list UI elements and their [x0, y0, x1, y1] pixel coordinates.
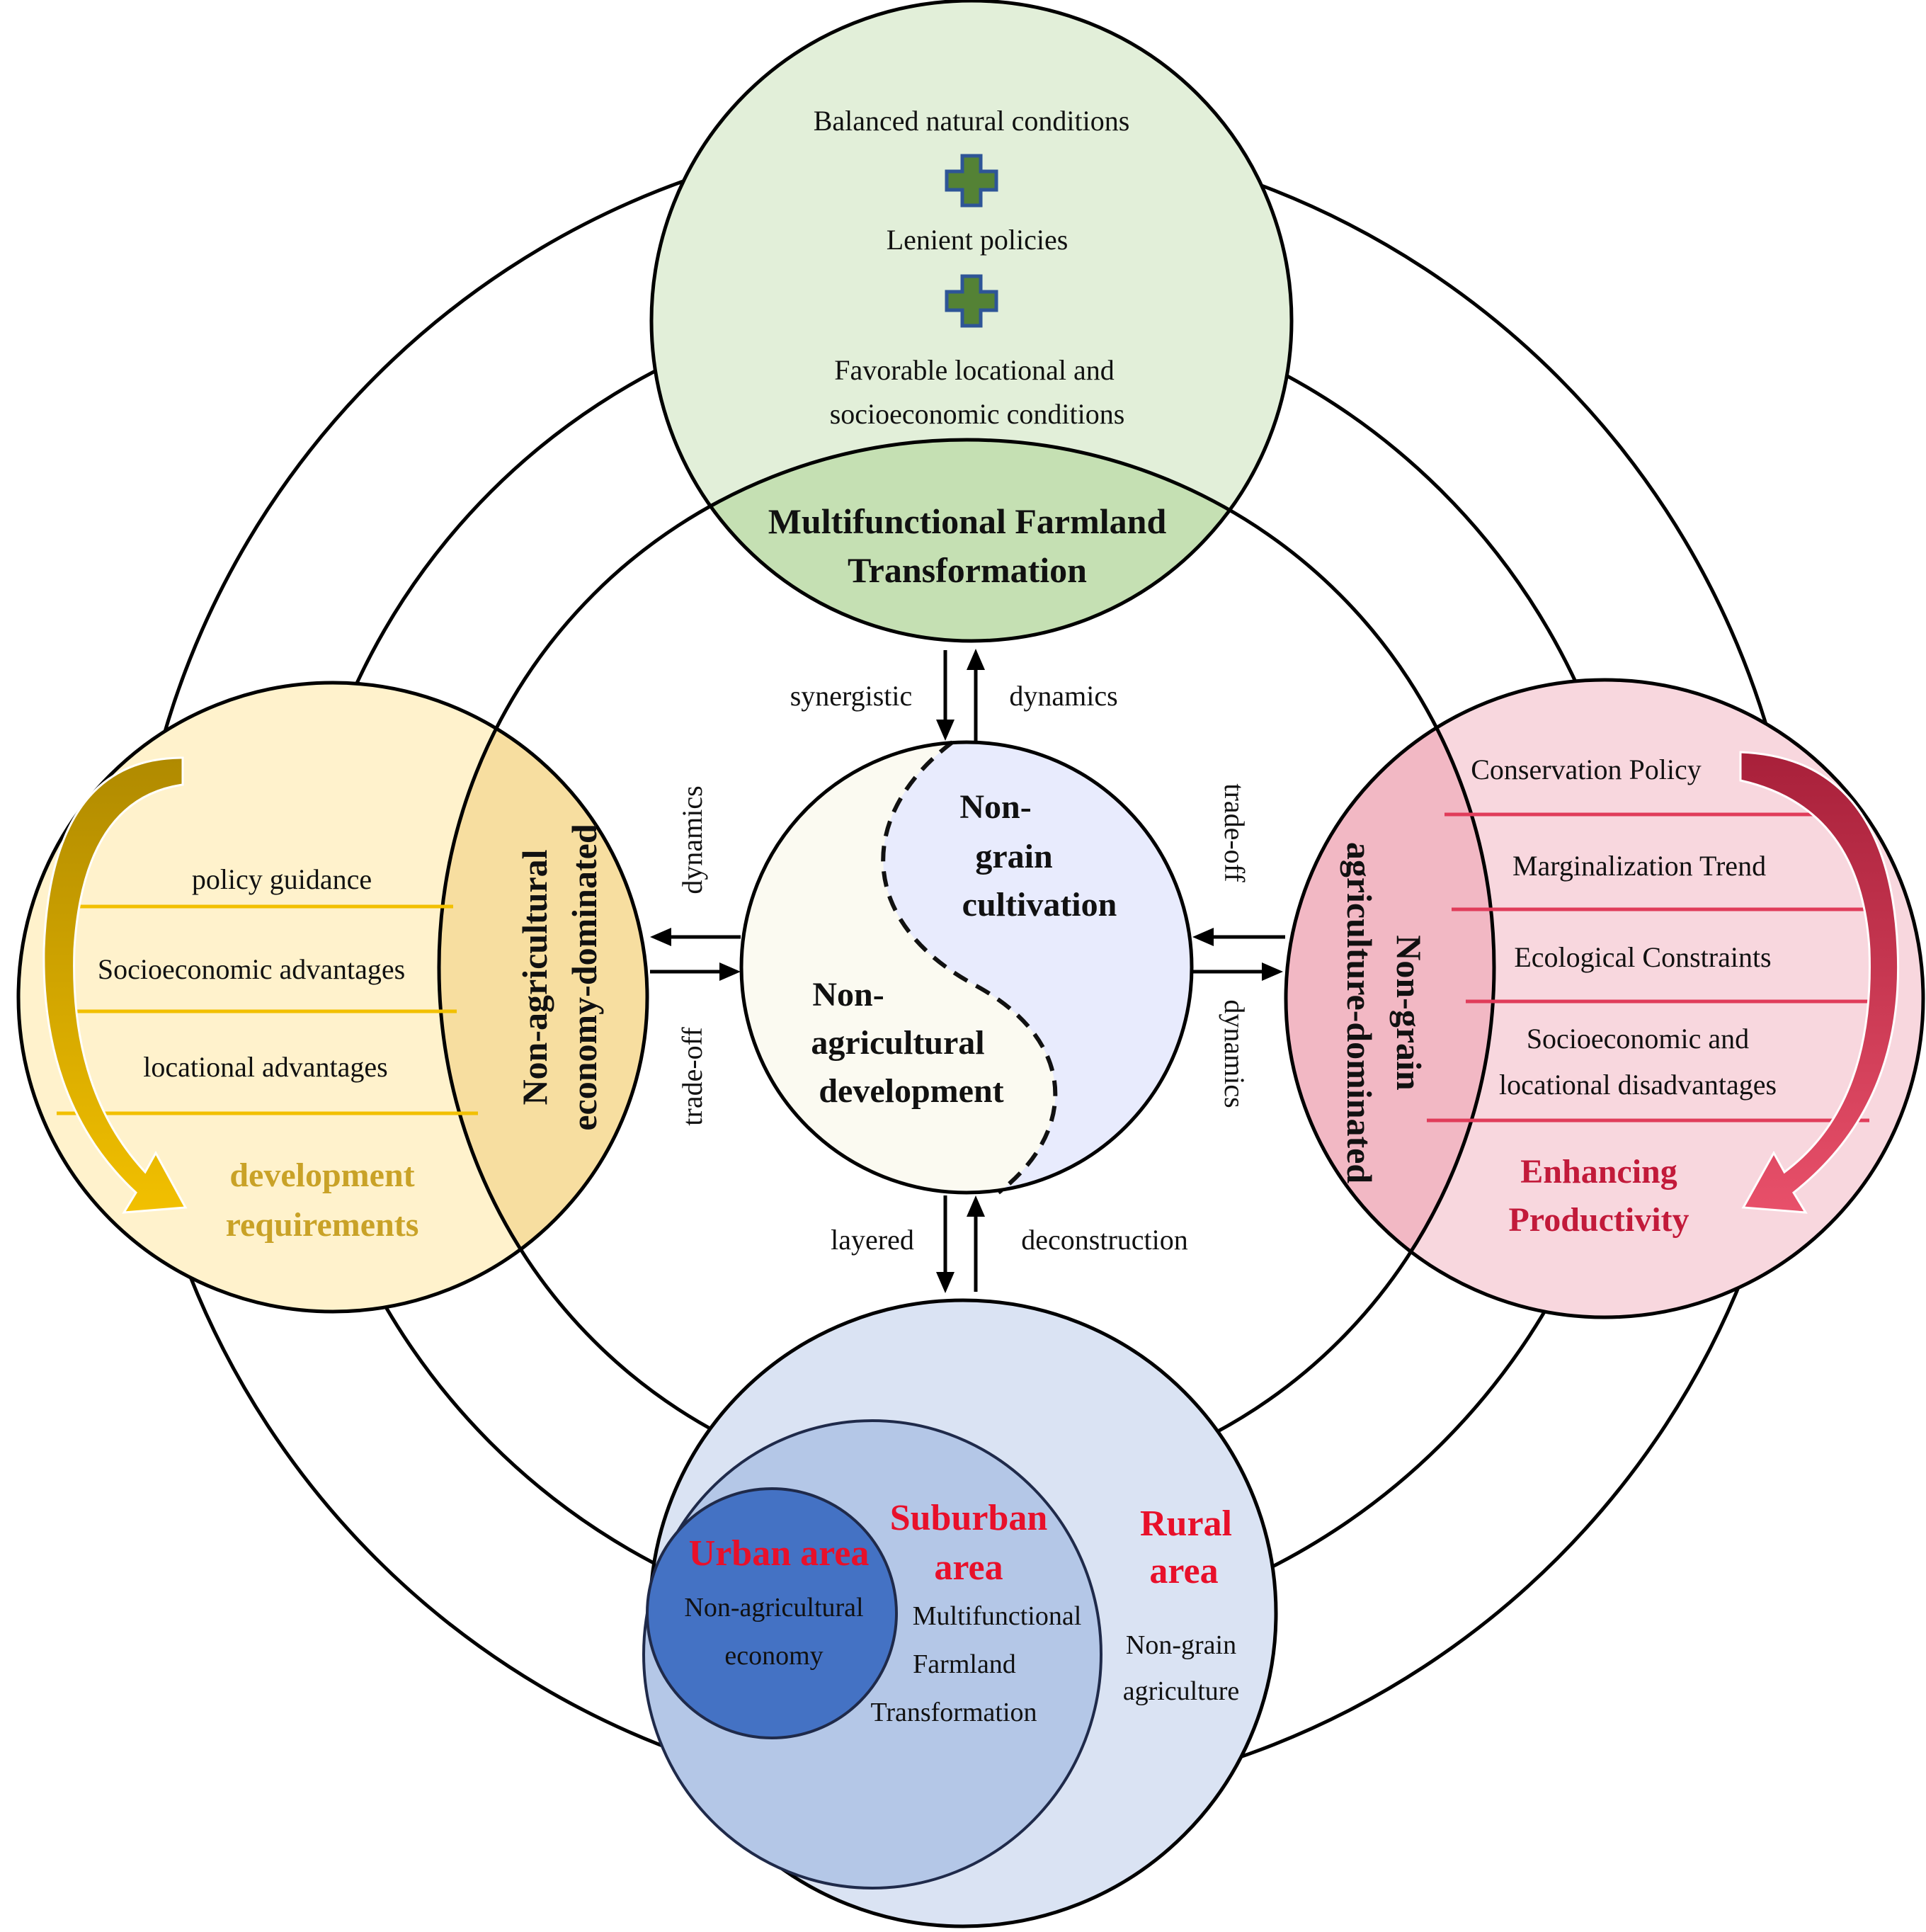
suburban-title-2: area	[934, 1547, 1003, 1588]
left-title-line1: Non-agricultural	[515, 849, 554, 1105]
center-right-line3: cultivation	[962, 886, 1117, 924]
connector-bottom-right: deconstruction	[1021, 1224, 1188, 1256]
right-band	[1286, 680, 1496, 1317]
left-result-line1: development	[229, 1157, 414, 1194]
connector-left-lower: trade-off	[676, 1027, 708, 1126]
connector-right-lower: dynamics	[1219, 999, 1250, 1108]
top-item-1: Balanced natural conditions	[814, 105, 1130, 137]
connector-top-right: dynamics	[1009, 680, 1117, 712]
suburban-title-1: Suburban	[890, 1498, 1048, 1538]
suburban-line3: Transformation	[870, 1698, 1037, 1727]
rural-title-2: area	[1149, 1551, 1218, 1591]
connector-left-upper: dynamics	[676, 785, 708, 894]
plus-icon	[945, 274, 998, 328]
right-item-1: Conservation Policy	[1471, 754, 1702, 785]
left-item-2: Socioeconomic advantages	[98, 953, 405, 985]
arrow-left-icon	[1192, 928, 1214, 946]
right-title-line1: Non-grain	[1389, 935, 1429, 1091]
top-item-2: Lenient policies	[887, 224, 1069, 256]
right-item-2: Marginalization Trend	[1512, 850, 1766, 882]
left-item-1: policy guidance	[192, 863, 372, 895]
arrow-right-icon	[1262, 962, 1283, 981]
left-result-line2: requirements	[226, 1206, 419, 1244]
urban-area-shape	[646, 1487, 898, 1739]
arrow-left-icon	[650, 928, 671, 946]
bottom-circle: Urban area Non-agricultural economy Subu…	[642, 1298, 1278, 1928]
right-item-3: Ecological Constraints	[1514, 941, 1771, 973]
arrow-up-icon	[967, 1195, 985, 1217]
right-result-line2: Productivity	[1508, 1201, 1689, 1239]
rural-line1: Non-grain	[1126, 1630, 1236, 1660]
center-right-line2: grain	[975, 838, 1052, 875]
right-circle: Conservation Policy Marginalization Tren…	[1284, 678, 1925, 1319]
left-divider-lines	[46, 904, 478, 1115]
urban-line2: economy	[724, 1641, 823, 1671]
arrow-down-icon	[936, 720, 955, 741]
center-circle: Non- grain cultivation Non- agricultural…	[739, 740, 1194, 1195]
suburban-line2: Farmland	[913, 1649, 1016, 1679]
top-title-line1: Multifunctional Farmland	[768, 501, 1167, 541]
top-favorable-line2: socioeconomic conditions	[830, 398, 1125, 430]
arrow-up-icon	[967, 649, 985, 670]
urban-line1: Non-agricultural	[684, 1593, 863, 1623]
right-title-line2: agriculture-dominated	[1340, 842, 1379, 1184]
center-right-half	[883, 742, 1192, 1193]
rural-title-1: Rural	[1140, 1504, 1232, 1544]
top-favorable-line1: Favorable locational and	[834, 354, 1114, 386]
left-item-3: locational advantages	[143, 1051, 387, 1083]
rural-line2: agriculture	[1123, 1676, 1240, 1706]
arrow-right-icon	[719, 962, 741, 981]
right-last-line1: Socioeconomic and	[1527, 1023, 1749, 1055]
left-flow-arrow-icon	[42, 756, 188, 1214]
connector-labels: synergistic dynamics layered deconstruct…	[676, 680, 1250, 1256]
left-band	[437, 683, 647, 1312]
connector-right-upper: trade-off	[1219, 783, 1250, 882]
plus-icon	[945, 154, 998, 208]
suburban-line1: Multifunctional	[913, 1601, 1082, 1631]
right-result-line1: Enhancing	[1520, 1153, 1677, 1191]
left-title-line2: economy-dominated	[564, 824, 604, 1130]
top-title-line2: Transformation	[848, 550, 1087, 590]
right-flow-arrow-icon	[1739, 751, 1900, 1214]
connector-top-left: synergistic	[790, 680, 913, 712]
urban-title: Urban area	[689, 1533, 870, 1574]
left-circle: policy guidance Socioeconomic advantages…	[16, 681, 649, 1314]
connector-arrows	[650, 649, 1285, 1293]
center-left-line1: Non-	[812, 976, 884, 1013]
top-band	[651, 438, 1292, 641]
center-left-line3: development	[819, 1072, 1003, 1110]
arrow-down-icon	[936, 1272, 955, 1293]
center-right-line1: Non-	[959, 788, 1031, 826]
connector-bottom-left: layered	[831, 1224, 914, 1256]
top-circle: Balanced natural conditions Lenient poli…	[649, 0, 1294, 643]
right-last-line2: locational disadvantages	[1499, 1069, 1777, 1101]
right-divider-lines	[1427, 812, 1873, 1123]
center-left-line2: agricultural	[811, 1024, 984, 1062]
